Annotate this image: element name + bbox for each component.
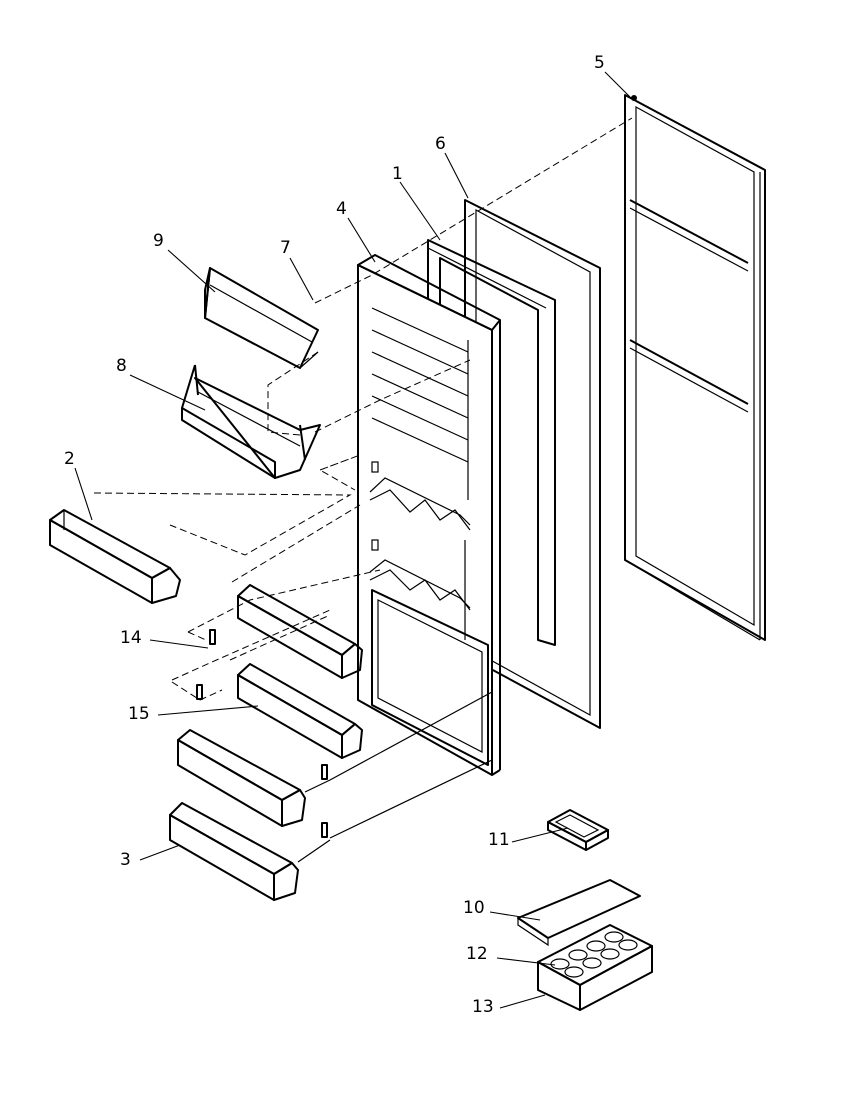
callout-13: 13 [472,997,494,1017]
outer-door-panel [624,94,766,641]
door-liner [357,254,501,776]
dairy-cover [204,267,319,369]
door-bin-middle [237,663,363,759]
callout-4: 4 [336,199,347,219]
callout-3: 3 [120,850,131,870]
dairy-compartment [181,364,321,479]
callout-12: 12 [466,944,488,964]
callout-1: 1 [392,164,403,184]
ice-bin [537,924,653,1011]
callout-8: 8 [116,356,127,376]
callout-5: 5 [594,53,605,73]
callout-14: 14 [120,628,142,648]
door-bin-lower [177,729,306,827]
door-bin-3 [169,802,299,901]
small-tray [547,809,609,851]
assembly-lines [93,117,633,863]
callout-7: 7 [280,238,291,258]
ice-tray-cover [517,879,641,947]
callout-11: 11 [488,830,510,850]
ice-cube-cells [550,931,638,978]
bin-clips [196,629,328,838]
callout-2: 2 [64,449,75,469]
callout-6: 6 [435,134,446,154]
callout-leaders [74,71,631,1009]
door-bin-2 [49,509,181,604]
callout-9: 9 [153,231,164,251]
callout-10: 10 [463,898,485,918]
callout-15: 15 [128,704,150,724]
door-bin-upper [237,584,363,679]
